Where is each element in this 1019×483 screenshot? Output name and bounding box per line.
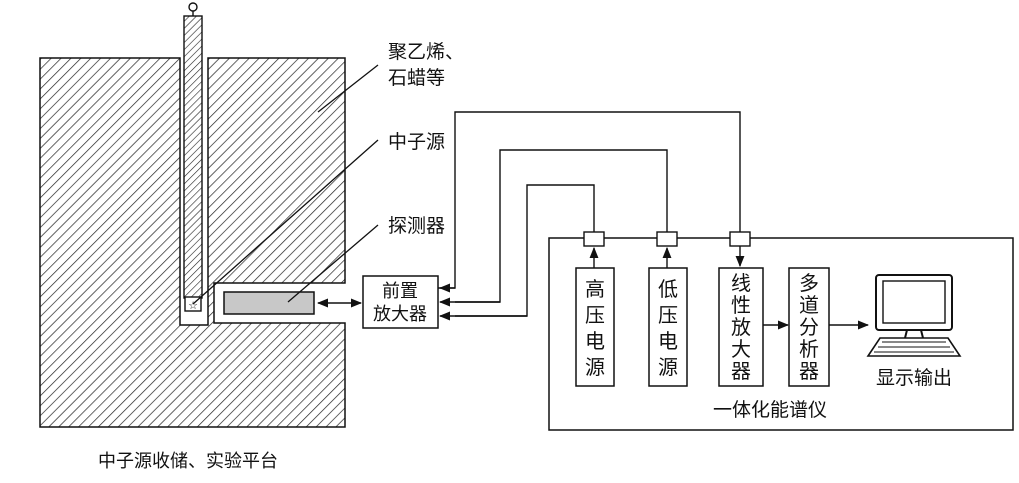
- preamp-box: [362, 275, 439, 329]
- integrated-spectrometer-label: 一体化能谱仪: [713, 399, 827, 421]
- mca-label: 多道分析器: [799, 271, 819, 383]
- lv-label: 低压电源: [658, 277, 678, 379]
- computer-monitor-icon: [866, 274, 962, 357]
- neutron-source-label: 中子源: [388, 131, 445, 153]
- svg-text:☆: ☆: [188, 299, 198, 312]
- detector: [223, 291, 315, 315]
- platform-label: 中子源收储、实验平台: [98, 451, 278, 472]
- leader-lines: [192, 64, 379, 305]
- detector-label: 探测器: [388, 215, 445, 237]
- source-rod: [183, 2, 203, 299]
- linear-amp-label: 线性放大器: [731, 271, 751, 383]
- moderator-label-line2: 石蜡等: [388, 67, 445, 89]
- hv-label: 高压电源: [585, 277, 605, 379]
- preamp-label-line1: 前置: [382, 281, 418, 302]
- connectors: [583, 231, 751, 247]
- cable-routes: [438, 111, 741, 321]
- preamp-label-line2: 放大器: [373, 304, 427, 325]
- module-links: [589, 246, 870, 330]
- moderator-label-line1: 聚乙烯、: [388, 41, 464, 63]
- integrated-spectrometer-box: [548, 237, 1014, 431]
- module-boxes: [575, 267, 830, 387]
- display-label: 显示输出: [876, 367, 952, 389]
- moderator-block: [39, 57, 346, 428]
